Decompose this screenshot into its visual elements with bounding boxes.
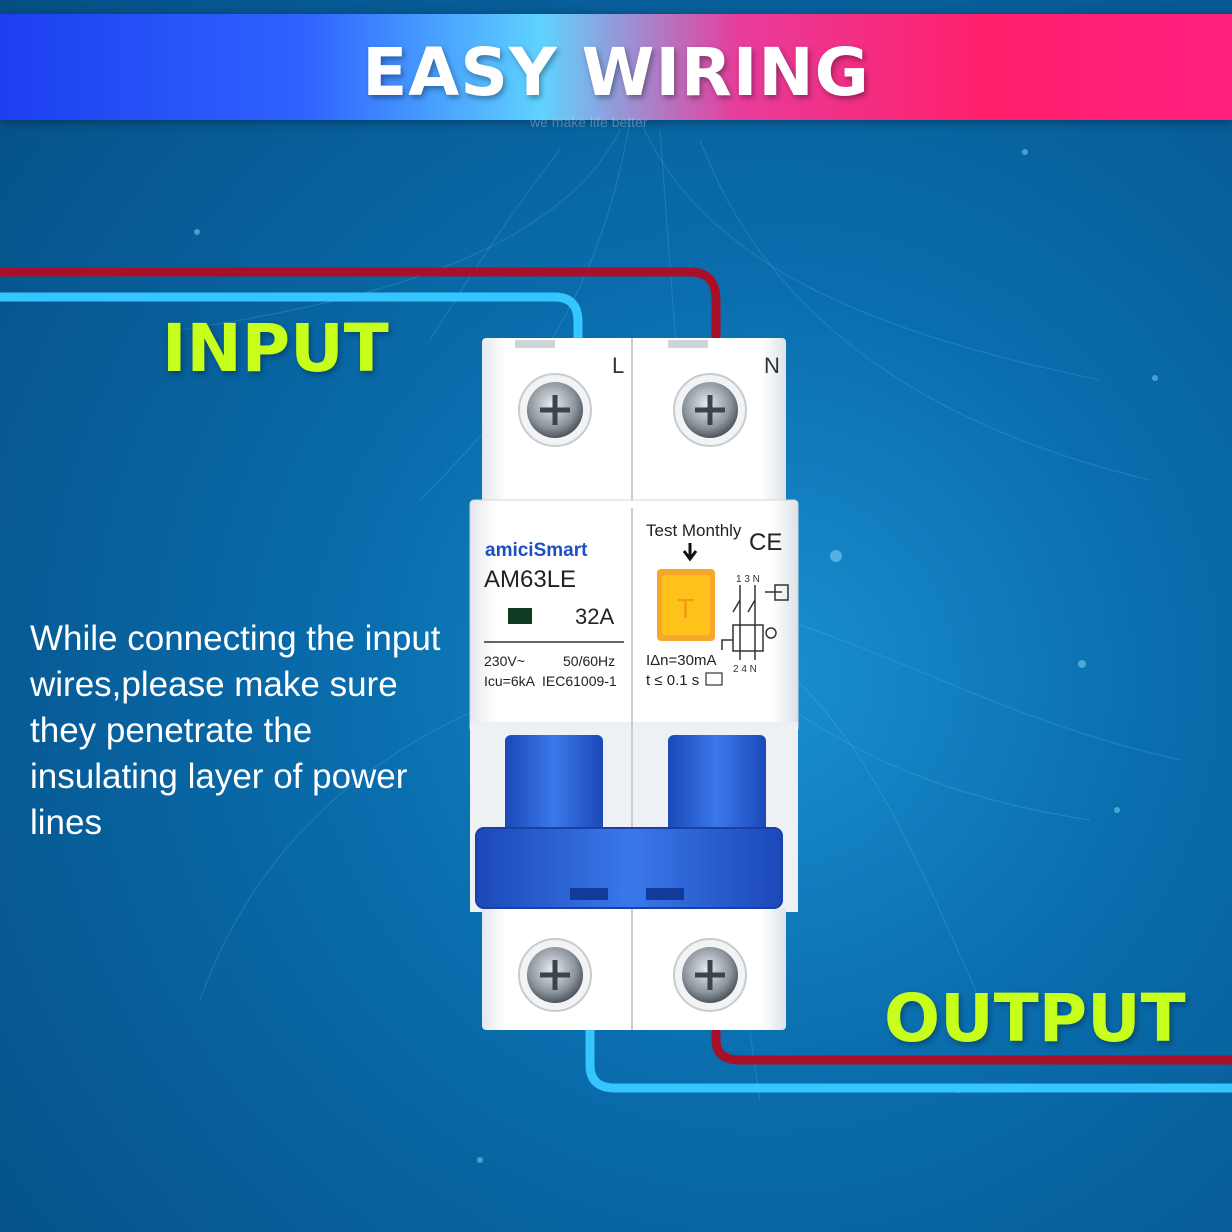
test-monthly-label: Test Monthly	[646, 521, 742, 540]
banner-subtitle: we make life better	[530, 114, 648, 130]
svg-text:2 4 N: 2 4 N	[733, 664, 757, 675]
circuit-schematic-icon	[721, 584, 789, 660]
terminal-n-label: N	[764, 353, 780, 378]
test-button-letter: T	[677, 593, 694, 624]
output-wire-red	[711, 1020, 1232, 1065]
title-banner: EASY WIRING we make life better	[0, 14, 1232, 130]
model-label: AM63LE	[484, 566, 576, 593]
screw-icon	[518, 373, 592, 447]
icu-label: Icu=6kA	[484, 673, 536, 689]
standard-label: IEC61009-1	[542, 673, 617, 689]
rating-label: 32A	[575, 604, 614, 629]
handle-tie-bar[interactable]	[475, 827, 783, 909]
input-wire-red	[0, 267, 721, 342]
indicator-window	[508, 608, 532, 624]
input-label: INPUT	[162, 310, 389, 387]
screw-icon	[518, 938, 592, 1012]
ce-mark: CE	[749, 529, 782, 556]
input-wire-blue	[0, 292, 583, 342]
output-wire-blue	[585, 1020, 1232, 1093]
arrow-down-icon	[682, 543, 698, 562]
voltage-label: 230V~	[484, 653, 525, 669]
screw-icon	[673, 373, 747, 447]
svg-text:1 3 N: 1 3 N	[736, 574, 760, 585]
terminal-l-label: L	[612, 353, 624, 378]
trip-time-label: t ≤ 0.1 s	[646, 672, 699, 689]
banner-title: EASY WIRING	[362, 34, 870, 111]
network-dots	[194, 149, 1158, 1163]
residual-current-label: IΔn=30mA	[646, 652, 716, 669]
screw-icon	[673, 938, 747, 1012]
brand-logo: amiciSmart	[485, 540, 588, 561]
wiring-note: While connecting the input wires,please …	[30, 619, 441, 842]
output-label: OUTPUT	[884, 980, 1186, 1057]
frequency-label: 50/60Hz	[563, 653, 615, 669]
handle-left[interactable]	[505, 735, 603, 845]
handle-right[interactable]	[668, 735, 766, 845]
